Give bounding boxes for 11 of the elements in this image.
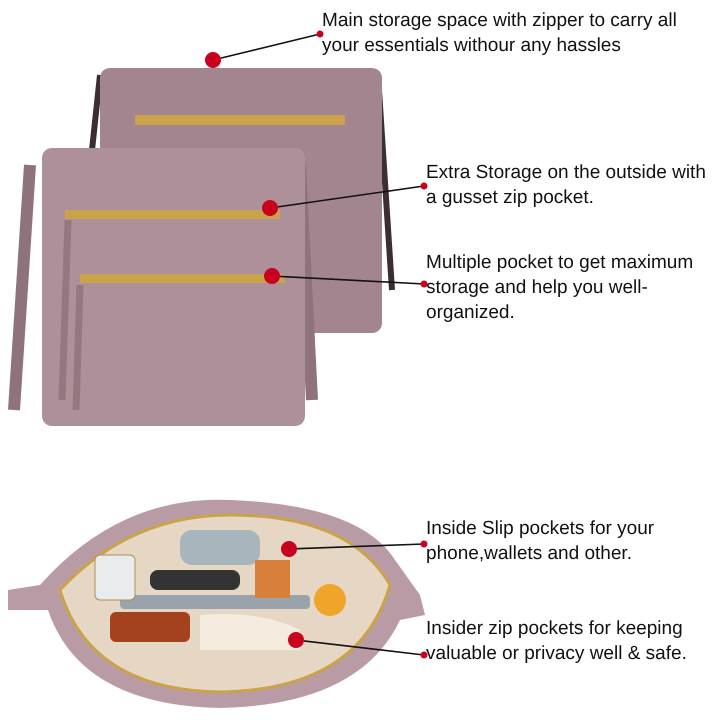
leader-line xyxy=(304,640,428,658)
leader-line xyxy=(296,540,428,550)
callout-text: Multiple pocket to get maximum storage and help you well-organized. xyxy=(426,250,716,325)
callout-dot xyxy=(205,52,221,68)
callout-text: Inside Slip pockets for your phone,wallets and other. xyxy=(426,516,716,566)
callout-text: Insider zip pockets for keeping valuable or privacy well & safe. xyxy=(426,616,716,666)
callout-text: Extra Storage on the outside with a gusset zip pocket. xyxy=(426,160,716,210)
leader-line xyxy=(280,276,428,288)
callout-text: Main storage space with zipper to carry all your essentials withour any hassles xyxy=(322,8,714,58)
leader-line xyxy=(278,182,428,208)
leader-line xyxy=(220,30,324,59)
